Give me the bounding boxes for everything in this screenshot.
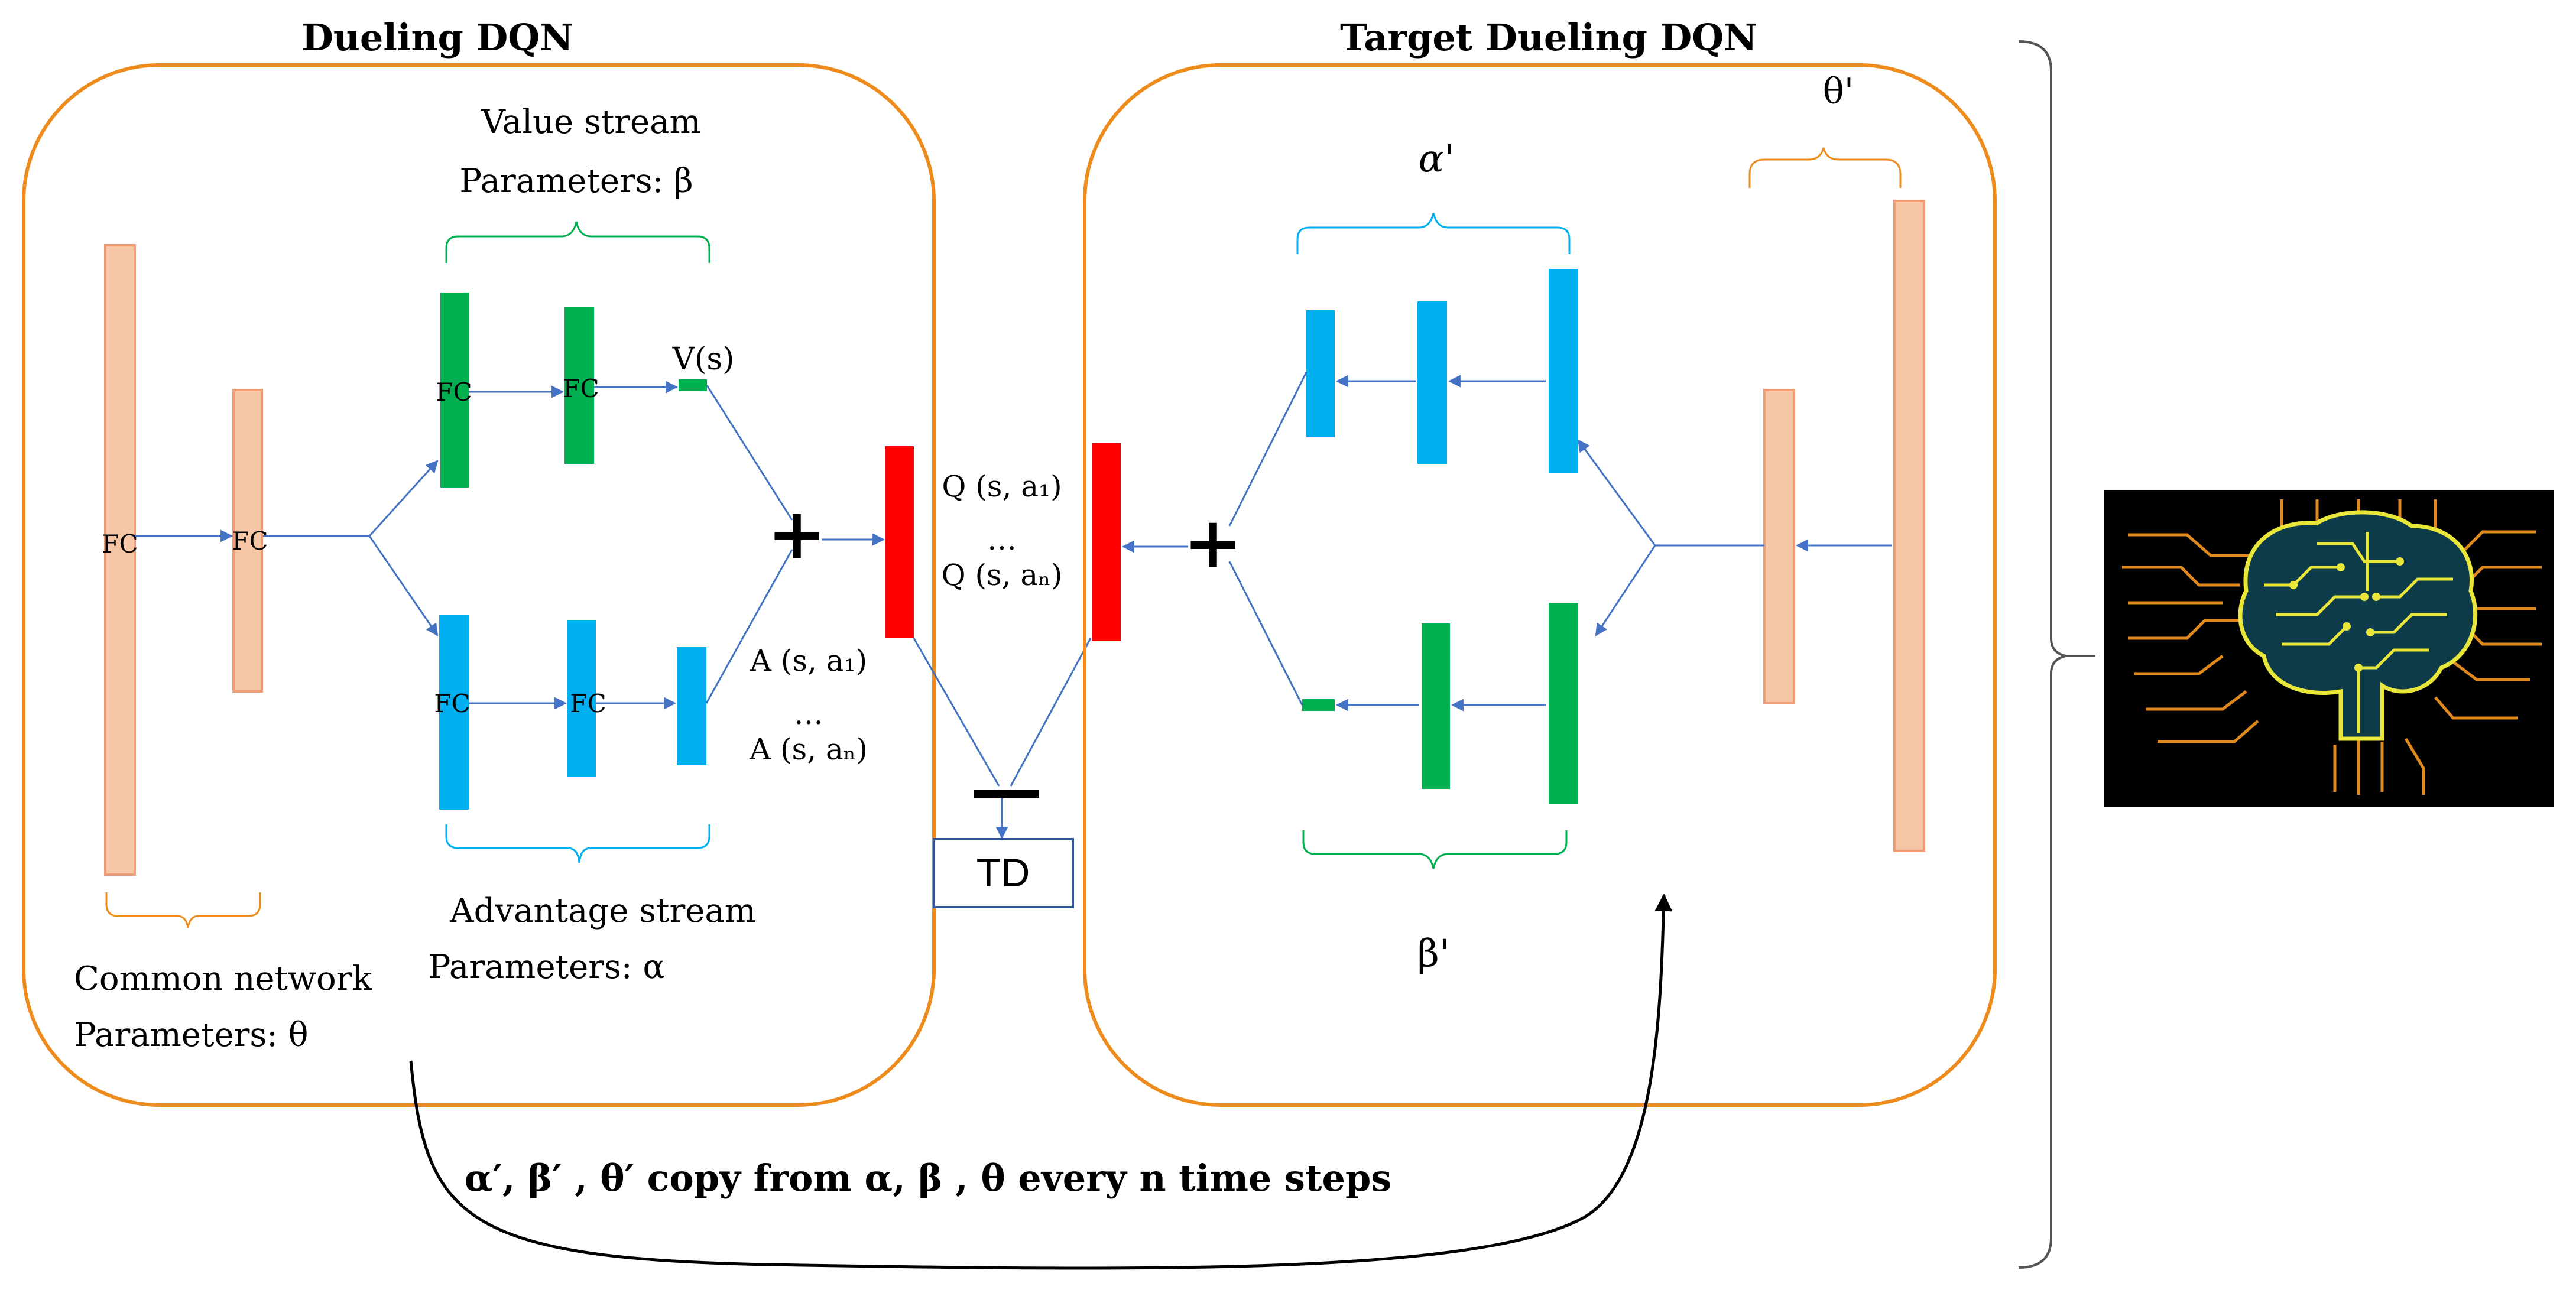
common-fc-layer-1 (104, 244, 136, 876)
advantage-stream-title: Advantage stream (449, 892, 756, 930)
right-panel-frame (1083, 63, 1997, 1107)
arrow-to-value-stream (368, 460, 439, 537)
parameter-copy: α′, β′ , θ′ copy from α, β , θ every n t… (409, 894, 1673, 1270)
arrow-target-to-beta-stream (1595, 545, 1656, 636)
target-value-layer-2 (1422, 623, 1450, 789)
left-panel-title: Dueling DQN (301, 16, 573, 59)
right-panel: Target Dueling DQN θ' α' β' + (1083, 16, 1997, 1107)
value-stream-brace (445, 221, 710, 263)
circuit-brain-icon (2104, 490, 2554, 807)
agent-group (2018, 40, 2554, 1269)
advantage-fc-layer-2 (567, 620, 596, 777)
td-box (933, 838, 1074, 908)
common-network-title: Common network (74, 960, 372, 998)
arrow-to-advantage-stream (368, 535, 439, 636)
q-value-last: Q (s, aₙ) (942, 558, 1063, 592)
target-value-output-unit (1302, 699, 1335, 711)
common-network-params: Parameters: θ (74, 1016, 308, 1054)
target-val-to-plus-line (1228, 561, 1303, 706)
left-plus-symbol: + (767, 492, 827, 576)
value-fc-layer-1 (440, 293, 469, 488)
common-fc-layer-1-label: FC (102, 529, 138, 558)
theta-prime-label: θ' (1823, 71, 1854, 112)
td-label: TD (976, 850, 1030, 895)
advantage-stream-params: Parameters: α (429, 948, 666, 986)
online-q-layer (885, 446, 914, 638)
advantage-output-first: A (s, a₁) (750, 644, 867, 678)
target-advantage-layer-3 (1549, 269, 1578, 473)
advantage-stream-brace (445, 824, 710, 863)
target-value-layer-3 (1549, 603, 1578, 804)
aggregation-area: + A (s, a₁) … A (s, aₙ) Q (s, a₁) … Q (s… (705, 385, 1121, 908)
value-fc-layer-2-label: FC (563, 374, 599, 403)
value-fc-layer-1-label: FC (436, 378, 472, 407)
right-plus-symbol: + (1183, 501, 1243, 584)
common-network-brace (105, 892, 261, 928)
right-bracket (2018, 40, 2066, 1269)
q-value-first: Q (s, a₁) (942, 469, 1062, 503)
value-output-label: V(s) (672, 342, 735, 377)
value-stream-title: Value stream (481, 103, 700, 141)
advantage-fc-layer-1-label: FC (434, 689, 470, 718)
target-common-fc-layer-1 (1893, 200, 1925, 852)
target-q-to-minus-line (1010, 638, 1092, 787)
value-to-plus-line (706, 385, 793, 521)
common-fc-layer-2 (232, 389, 263, 693)
arrow-target-to-alpha-stream (1577, 439, 1656, 546)
target-advantage-layer-1 (1306, 310, 1335, 437)
alpha-prime-label: α' (1419, 137, 1455, 181)
q-value-dots: … (987, 522, 1017, 557)
common-fc-layer-2-label: FC (232, 527, 268, 555)
left-panel-frame (22, 63, 936, 1107)
target-q-layer (1092, 443, 1121, 641)
target-adv-to-plus-line (1228, 372, 1308, 527)
advantage-fc-layer-1 (439, 615, 469, 810)
left-panel: Dueling DQN FC FC Value stream Parameter… (22, 16, 936, 1107)
beta-prime-brace (1302, 830, 1568, 869)
online-q-to-minus-line (913, 638, 1000, 787)
alpha-prime-brace (1296, 212, 1571, 254)
target-advantage-layer-2 (1417, 301, 1447, 464)
value-fc-layer-2 (564, 307, 594, 464)
right-panel-title: Target Dueling DQN (1340, 16, 1757, 59)
advantage-output-dots: … (794, 697, 823, 731)
minus-symbol (974, 790, 1039, 798)
value-stream-params: Parameters: β (459, 162, 693, 200)
beta-prime-label: β' (1417, 932, 1450, 976)
theta-prime-brace (1748, 147, 1902, 188)
advantage-output-last: A (s, aₙ) (749, 732, 868, 766)
copy-arrow-curve (409, 894, 1673, 1270)
advantage-output-layer (677, 647, 706, 765)
copy-caption: α′, β′ , θ′ copy from α, β , θ every n t… (465, 1156, 1391, 1200)
target-common-fc-layer-2 (1763, 389, 1795, 704)
value-output-unit (679, 379, 707, 391)
advantage-to-plus-line (705, 549, 793, 704)
